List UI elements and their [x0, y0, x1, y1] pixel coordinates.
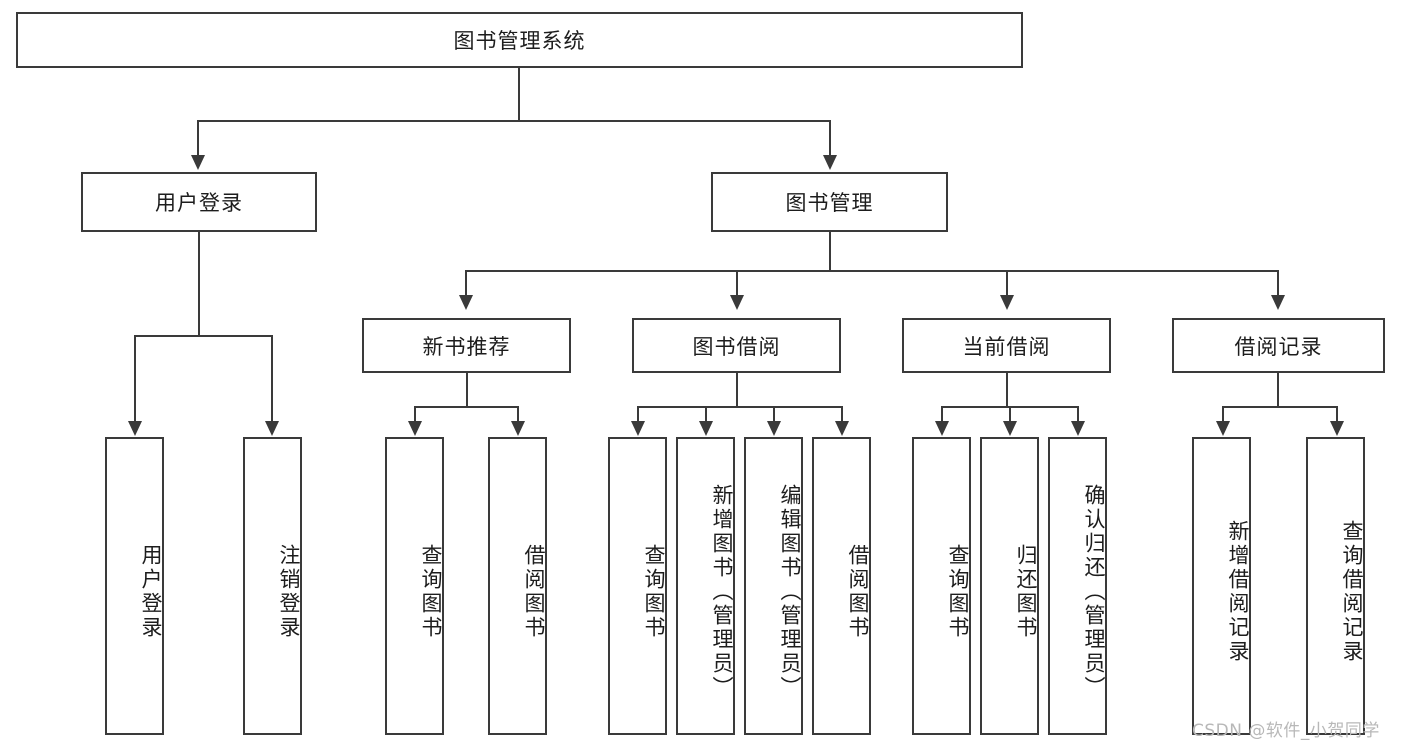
node-label: 注销登录: [277, 544, 301, 640]
connector-book-management-stem: [829, 232, 831, 271]
node-borrow-record[interactable]: 借阅记录: [1172, 318, 1385, 373]
connector-bb-bus: [637, 406, 842, 408]
connector-br-drop-2: [1336, 406, 1338, 422]
arrowhead-cb-leaf-2: [1003, 421, 1017, 436]
connector-bb-drop-2: [705, 406, 707, 422]
node-label: 查询图书: [642, 544, 666, 640]
node-label: 图书借阅: [692, 334, 781, 359]
node-label: 查询图书: [419, 544, 443, 640]
leaf-bb-borrow-book[interactable]: 借阅图书: [812, 437, 871, 735]
leaf-bb-query-book[interactable]: 查询图书: [608, 437, 667, 735]
connector-bm-drop-3: [1006, 270, 1008, 296]
node-book-management[interactable]: 图书管理: [711, 172, 948, 232]
arrowhead-user-login-leaf-1: [128, 421, 142, 436]
node-label: 查询图书: [946, 544, 970, 640]
leaf-cb-confirm-return-admin[interactable]: 确认归还（管理员）: [1048, 437, 1107, 735]
node-label: 图书管理: [785, 191, 874, 215]
connector-cb-drop-3: [1077, 406, 1079, 422]
node-label: 新增借阅记录: [1226, 520, 1250, 664]
connector-root-bus: [197, 120, 831, 122]
arrowhead-bb-leaf-3: [767, 421, 781, 436]
connector-cb-drop-2: [1009, 406, 1011, 422]
connector-user-login-bus: [134, 335, 273, 337]
connector-cb-drop-1: [941, 406, 943, 422]
arrowhead-to-borrow-record: [1271, 295, 1285, 310]
arrowhead-to-user-login: [191, 155, 205, 170]
leaf-br-query-record[interactable]: 查询借阅记录: [1306, 437, 1365, 735]
node-label: 借阅图书: [522, 544, 546, 640]
arrowhead-user-login-leaf-2: [265, 421, 279, 436]
node-label: 借阅记录: [1234, 334, 1323, 359]
connector-nbr-stem: [466, 373, 468, 407]
leaf-nbr-borrow-book[interactable]: 借阅图书: [488, 437, 547, 735]
leaf-cb-query-book[interactable]: 查询图书: [912, 437, 971, 735]
connector-bm-drop-4: [1277, 270, 1279, 296]
connector-br-bus: [1222, 406, 1337, 408]
node-current-borrow[interactable]: 当前借阅: [902, 318, 1111, 373]
node-label: 编辑图书（管理员）: [778, 484, 802, 700]
arrowhead-to-book-management: [823, 155, 837, 170]
leaf-cb-return-book[interactable]: 归还图书: [980, 437, 1039, 735]
connector-nbr-drop-1: [414, 406, 416, 422]
arrowhead-cb-leaf-1: [935, 421, 949, 436]
node-label: 确认归还（管理员）: [1082, 484, 1106, 700]
connector-root-stem: [518, 68, 520, 121]
arrowhead-cb-leaf-3: [1071, 421, 1085, 436]
csdn-watermark: CSDN @软件_小贺同学: [1192, 721, 1380, 741]
connector-bb-stem: [736, 373, 738, 407]
connector-root-drop-right: [829, 120, 831, 155]
connector-user-login-drop-2: [271, 335, 273, 422]
connector-cb-stem: [1006, 373, 1008, 407]
leaf-user-login-login[interactable]: 用户登录: [105, 437, 164, 735]
connector-bm-drop-2: [736, 270, 738, 296]
connector-bb-drop-3: [773, 406, 775, 422]
arrowhead-to-new-book-recommend: [459, 295, 473, 310]
node-book-borrow[interactable]: 图书借阅: [632, 318, 841, 373]
connector-nbr-bus: [414, 406, 518, 408]
node-user-login[interactable]: 用户登录: [81, 172, 317, 232]
arrowhead-bb-leaf-1: [631, 421, 645, 436]
arrowhead-to-current-borrow: [1000, 295, 1014, 310]
connector-bb-drop-4: [841, 406, 843, 422]
leaf-nbr-query-book[interactable]: 查询图书: [385, 437, 444, 735]
node-label: 当前借阅: [962, 334, 1051, 359]
connector-nbr-drop-2: [517, 406, 519, 422]
node-label: 图书管理系统: [453, 29, 586, 53]
arrowhead-nbr-leaf-2: [511, 421, 525, 436]
connector-bm-drop-1: [465, 270, 467, 296]
leaf-bb-edit-book-admin[interactable]: 编辑图书（管理员）: [744, 437, 803, 735]
connector-root-drop-left: [197, 120, 199, 155]
leaf-bb-add-book-admin[interactable]: 新增图书（管理员）: [676, 437, 735, 735]
node-label: 新书推荐: [422, 334, 511, 359]
arrowhead-nbr-leaf-1: [408, 421, 422, 436]
connector-br-drop-1: [1222, 406, 1224, 422]
connector-user-login-drop-1: [134, 335, 136, 422]
connector-book-management-bus: [465, 270, 1279, 272]
node-label: 归还图书: [1014, 544, 1038, 640]
node-label: 查询借阅记录: [1340, 520, 1364, 664]
node-label: 新增图书（管理员）: [710, 484, 734, 700]
connector-bb-drop-1: [637, 406, 639, 422]
leaf-user-login-logout[interactable]: 注销登录: [243, 437, 302, 735]
node-label: 用户登录: [155, 191, 243, 215]
arrowhead-bb-leaf-4: [835, 421, 849, 436]
node-label: 用户登录: [139, 544, 163, 640]
node-new-book-recommend[interactable]: 新书推荐: [362, 318, 571, 373]
arrowhead-bb-leaf-2: [699, 421, 713, 436]
node-root-book-management-system[interactable]: 图书管理系统: [16, 12, 1023, 68]
arrowhead-to-book-borrow: [730, 295, 744, 310]
arrowhead-br-leaf-1: [1216, 421, 1230, 436]
arrowhead-br-leaf-2: [1330, 421, 1344, 436]
connector-user-login-stem: [198, 232, 200, 336]
leaf-br-add-record[interactable]: 新增借阅记录: [1192, 437, 1251, 735]
connector-br-stem: [1277, 373, 1279, 407]
node-label: 借阅图书: [846, 544, 870, 640]
